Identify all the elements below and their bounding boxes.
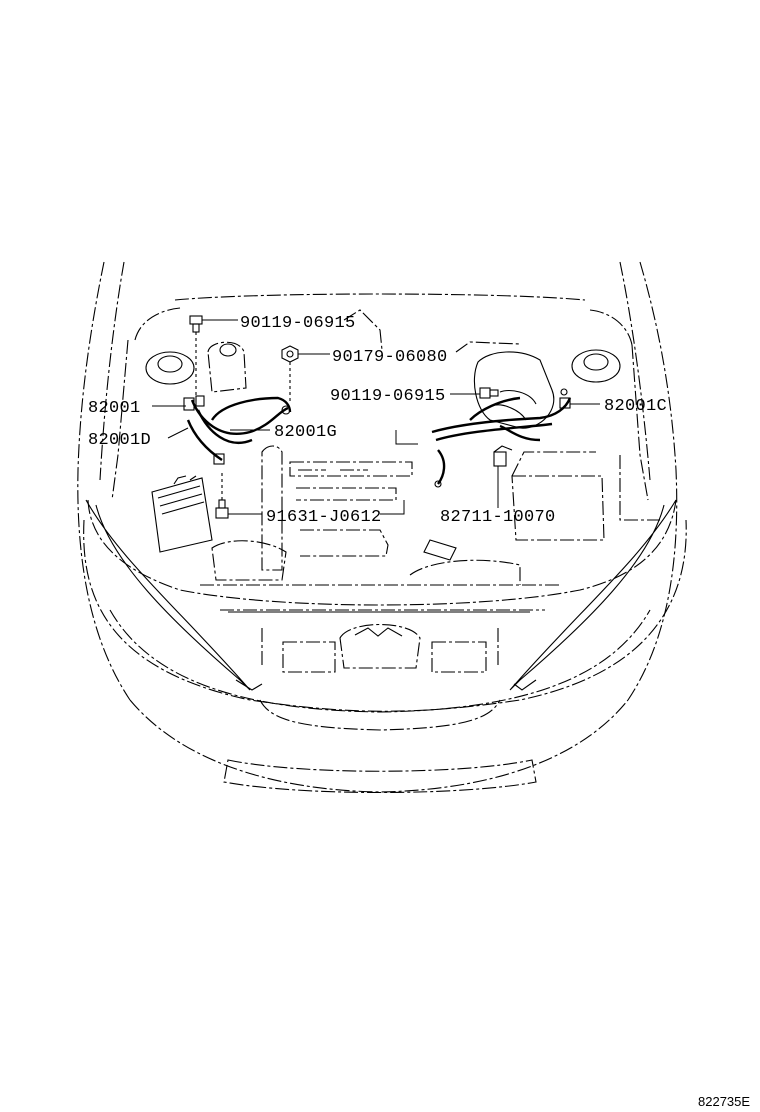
part-label-harness-left: 82001 — [88, 399, 141, 418]
part-labels: 90119-06915 90179-06080 90119-06915 8200… — [88, 314, 667, 527]
radiator-support — [200, 584, 560, 731]
bolt-icon — [479, 387, 499, 399]
part-label-nut-center: 90179-06080 — [332, 348, 448, 367]
part-label-bolt-lower: 91631-J0612 — [266, 508, 382, 527]
fasteners — [189, 315, 571, 519]
nut-icon — [281, 345, 299, 363]
leader-lines — [152, 319, 600, 515]
part-label-clamp-right: 82711-10070 — [440, 508, 556, 527]
part-label-harness-right-c: 82001C — [604, 397, 667, 416]
bolt-icon — [189, 315, 203, 333]
car-body-outline — [77, 261, 687, 794]
wire-harness — [183, 388, 572, 488]
part-label-harness-center-g: 82001G — [274, 423, 337, 442]
part-label-bolt-center-right: 90119-06915 — [330, 387, 446, 406]
part-label-bolt-upper-left: 90119-06915 — [240, 314, 356, 333]
bolt-icon — [215, 499, 229, 519]
part-label-harness-left-d: 82001D — [88, 431, 151, 450]
diagram-id: 822735E — [698, 1094, 750, 1109]
